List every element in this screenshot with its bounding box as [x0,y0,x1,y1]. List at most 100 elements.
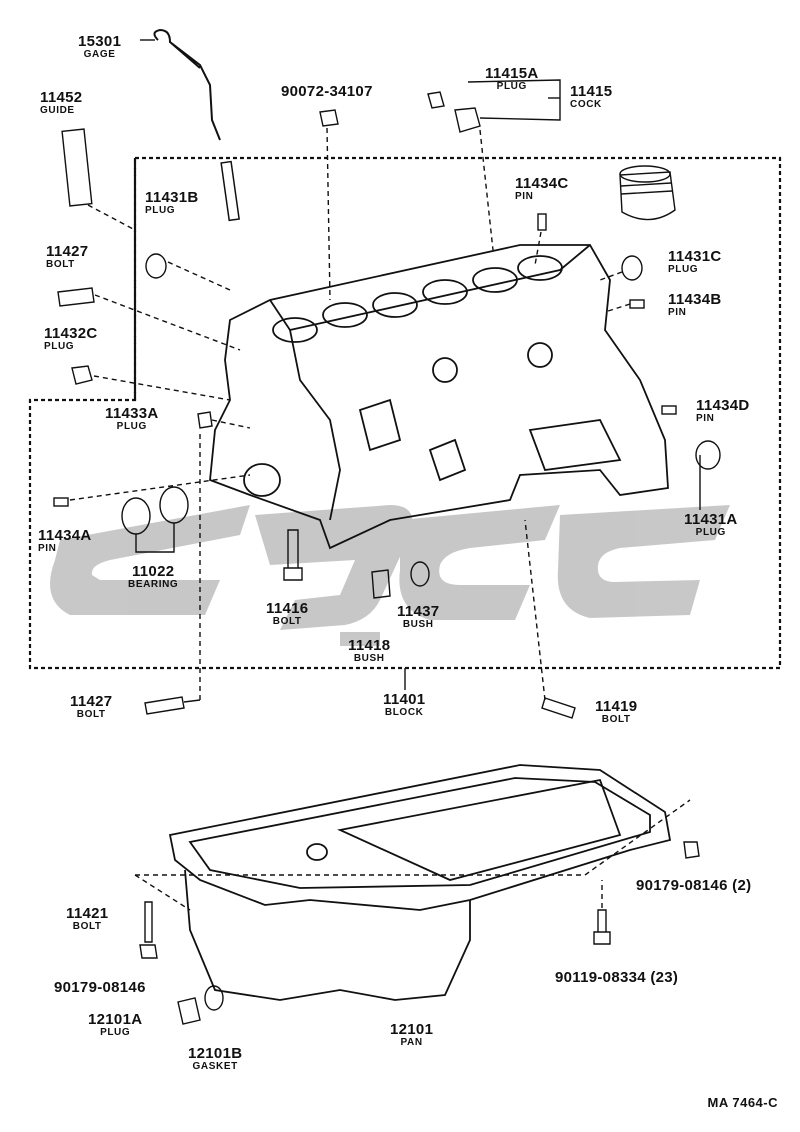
bush-11418-shape [371,569,391,599]
part-number: 11433A [105,405,159,422]
part-name: BUSH [402,619,434,630]
label-11434D: 11434D PIN [696,398,750,424]
part-name: PLUG [44,341,75,352]
plug-11415A-shape [427,91,445,109]
part-number: 11419 [595,698,638,715]
part-name: GAGE [83,49,116,60]
label-11022: 11022 BEARING [128,564,178,590]
part-name: PLUG [116,421,147,432]
piston-drawing [619,165,676,221]
part-number: 90072-34107 [281,83,373,100]
label-11452: 11452 GUIDE [40,90,82,116]
bearing-right-shape [159,486,189,524]
part-name: BUSH [353,653,385,664]
plug-90072-shape [319,109,339,127]
label-11427-lower: 11427 BOLT [70,694,112,720]
part-name: PLUG [668,264,699,275]
part-number: 90119-08334 (23) [555,969,679,986]
label-11415: 11415 COCK [570,84,612,110]
cock-11415-shape [454,107,481,133]
part-name: PLUG [496,81,527,92]
part-number: 11452 [40,89,83,106]
part-name: BOLT [272,616,302,627]
label-90179-08146-2: 90179-08146 (2) [636,878,751,893]
part-number: 11432C [44,325,98,342]
part-name: PAN [400,1037,423,1048]
bolt-11427-shape [57,287,95,307]
pin-11434D-shape [661,405,677,415]
plug-11433A-shape [197,411,213,429]
part-number: 11431B [145,189,199,206]
label-11416: 11416 BOLT [266,601,308,627]
part-name: GASKET [192,1061,238,1072]
label-11401: 11401 BLOCK [383,692,425,718]
label-15301: 15301 GAGE [78,34,121,60]
plug-11431C-shape [621,255,643,281]
gasket-12101B-shape [204,985,224,1011]
label-12101B: 12101B GASKET [188,1046,242,1072]
nut-90179-right-shape [683,841,700,859]
label-11427-upper: 11427 BOLT [46,244,88,270]
label-12101A: 12101A PLUG [88,1012,142,1038]
plug-11432C-shape [71,365,93,385]
label-12101: 12101 PAN [390,1022,433,1048]
bolt-11427-lower-shape [144,696,185,715]
part-name: PIN [515,191,534,202]
part-number: 11421 [66,905,109,922]
label-11437: 11437 BUSH [397,604,439,630]
part-number: 11401 [383,691,426,708]
label-11433A: 11433A PLUG [105,406,159,432]
part-number: 11418 [348,637,391,654]
part-number: 11427 [46,243,89,260]
part-number: 11431C [668,248,722,265]
part-name: BOLT [72,921,102,932]
part-name: COCK [570,99,602,110]
label-11421: 11421 BOLT [66,906,108,932]
oil-pan-drawing [168,764,672,1001]
part-number: 12101B [188,1045,243,1062]
part-number: 11022 [131,563,175,580]
label-11415A: 11415A PLUG [485,66,539,92]
part-number: 11434B [668,291,722,308]
part-number: 11415A [485,65,539,82]
bolt-11416-shape [283,529,303,581]
part-number: 90179-08146 [54,979,146,996]
part-number: 11434D [696,397,750,414]
drawing-code: MA 7464-C [707,1095,778,1110]
part-name: PLUG [100,1027,131,1038]
part-number: 12101A [88,1011,143,1028]
label-11434C: 11434C PIN [515,176,569,202]
part-name: PLUG [145,205,176,216]
part-name: BOLT [601,714,631,725]
pin-11434B-shape [629,299,645,309]
label-11434B: 11434B PIN [668,292,722,318]
part-name: PIN [696,413,715,424]
plug-11431A-shape [695,440,721,470]
nut-90179-left-shape [139,944,158,959]
pin-11434C-shape [537,213,547,231]
label-11431A: 11431A PLUG [684,512,738,538]
engine-block-drawing [209,244,669,550]
bolt-90119-shape [593,909,611,945]
part-name: PIN [38,543,57,554]
part-name: PLUG [695,527,726,538]
label-11431B: 11431B PLUG [145,190,199,216]
label-90072-34107: 90072-34107 [281,84,373,99]
part-number: 90179-08146 (2) [636,877,752,894]
part-name: BOLT [46,259,75,270]
label-11431C: 11431C PLUG [668,249,722,275]
pin-11434A-shape [53,497,69,507]
stud-11421-shape [144,901,153,943]
part-number: 15301 [78,33,122,50]
drain-plug-12101A-shape [177,997,201,1025]
part-number: 11416 [266,600,309,617]
bolt-11419-shape [541,697,576,719]
part-number: 11431A [684,511,738,528]
part-name: BEARING [128,579,179,590]
part-name: BOLT [76,709,106,720]
part-name: BLOCK [384,707,424,718]
guide-tube [61,128,93,207]
part-number: 11434A [38,527,92,544]
